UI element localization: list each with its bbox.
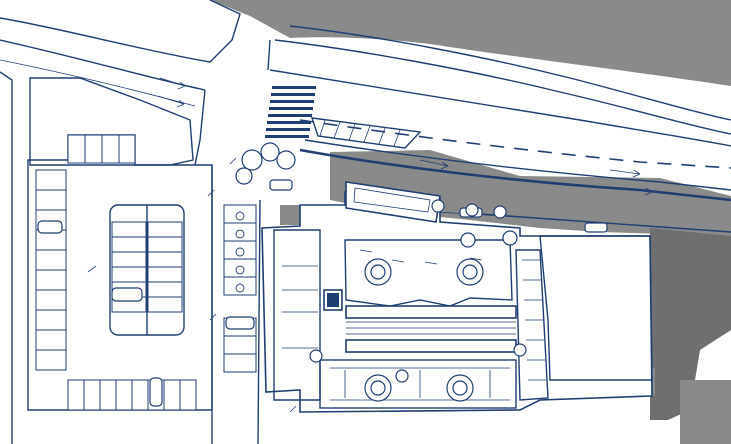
parking-lot <box>27 134 257 411</box>
markers <box>87 157 297 413</box>
road-arrows <box>157 77 653 196</box>
planters <box>364 258 484 402</box>
hatched-island <box>310 117 422 149</box>
trees <box>235 142 527 383</box>
crosswalk <box>265 86 316 138</box>
